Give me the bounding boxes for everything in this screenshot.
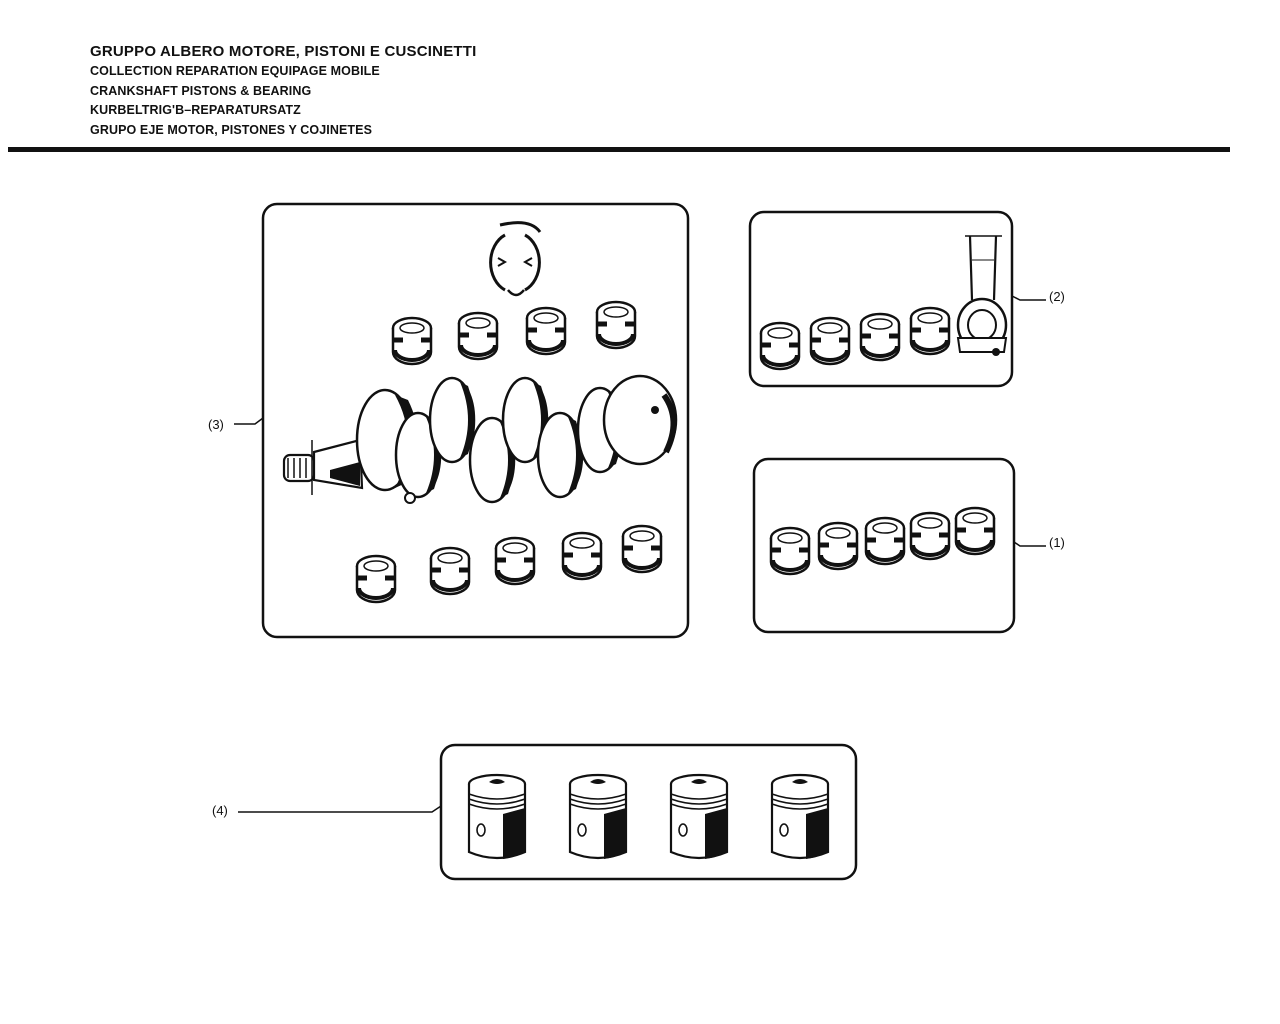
main-bearing-shell [357,556,395,602]
main-bearing-shell [911,513,949,559]
header-rule [8,147,1230,152]
main-bearing-shell [771,528,809,574]
conrod-bearing-shell [911,308,949,354]
main-bearing-shell [819,523,857,569]
pistons-frame [439,743,858,881]
thrust-washer [489,221,542,297]
main-bearing-shell [597,302,635,348]
page-header: GRUPPO ALBERO MOTORE, PISTONI E CUSCINET… [90,42,477,140]
main-bearing-kit-group [752,457,1016,634]
title-spanish: GRUPO EJE MOTOR, PISTONES Y COJINETES [90,122,373,137]
main-bearing-shell [496,538,534,584]
callout-3: (3) [208,417,224,432]
title-french: COLLECTION REPARATION EQUIPAGE MOBILE [90,64,380,78]
title-italian: GRUPPO ALBERO MOTORE, PISTONI E CUSCINET… [90,43,477,60]
crankshaft-kit-frame [261,202,690,639]
pistons-group [439,743,858,881]
conrod-kit-frame [748,210,1014,388]
main-bearing-shell [623,526,661,572]
piston [568,773,628,861]
conrod-kit-group [748,210,1014,388]
conrod-bearing-shell [811,318,849,364]
callout-1: (1) [1049,535,1065,550]
main-bearing-kit-frame [752,457,1016,634]
piston [770,773,830,861]
crankshaft [282,374,678,504]
conrod-bearing-shell [861,314,899,360]
conrod-bearing-shell [761,323,799,369]
connecting-rod [956,235,1008,356]
main-bearing-shell [431,548,469,594]
piston [669,773,729,861]
title-german: KURBELTRIG'B–REPARATURSATZ [90,103,301,117]
callout-4: (4) [212,803,228,818]
crankshaft-kit-group [261,202,690,639]
main-bearing-shell [393,318,431,364]
leader-lines [234,295,1046,813]
main-bearing-shell [527,308,565,354]
title-english: CRANKSHAFT PISTONS & BEARING [90,83,312,98]
main-bearing-shell [956,508,994,554]
main-bearing-shell [866,518,904,564]
callout-2: (2) [1049,289,1065,304]
piston [467,773,527,861]
main-bearing-shell [563,533,601,579]
main-bearing-shell [459,313,497,359]
